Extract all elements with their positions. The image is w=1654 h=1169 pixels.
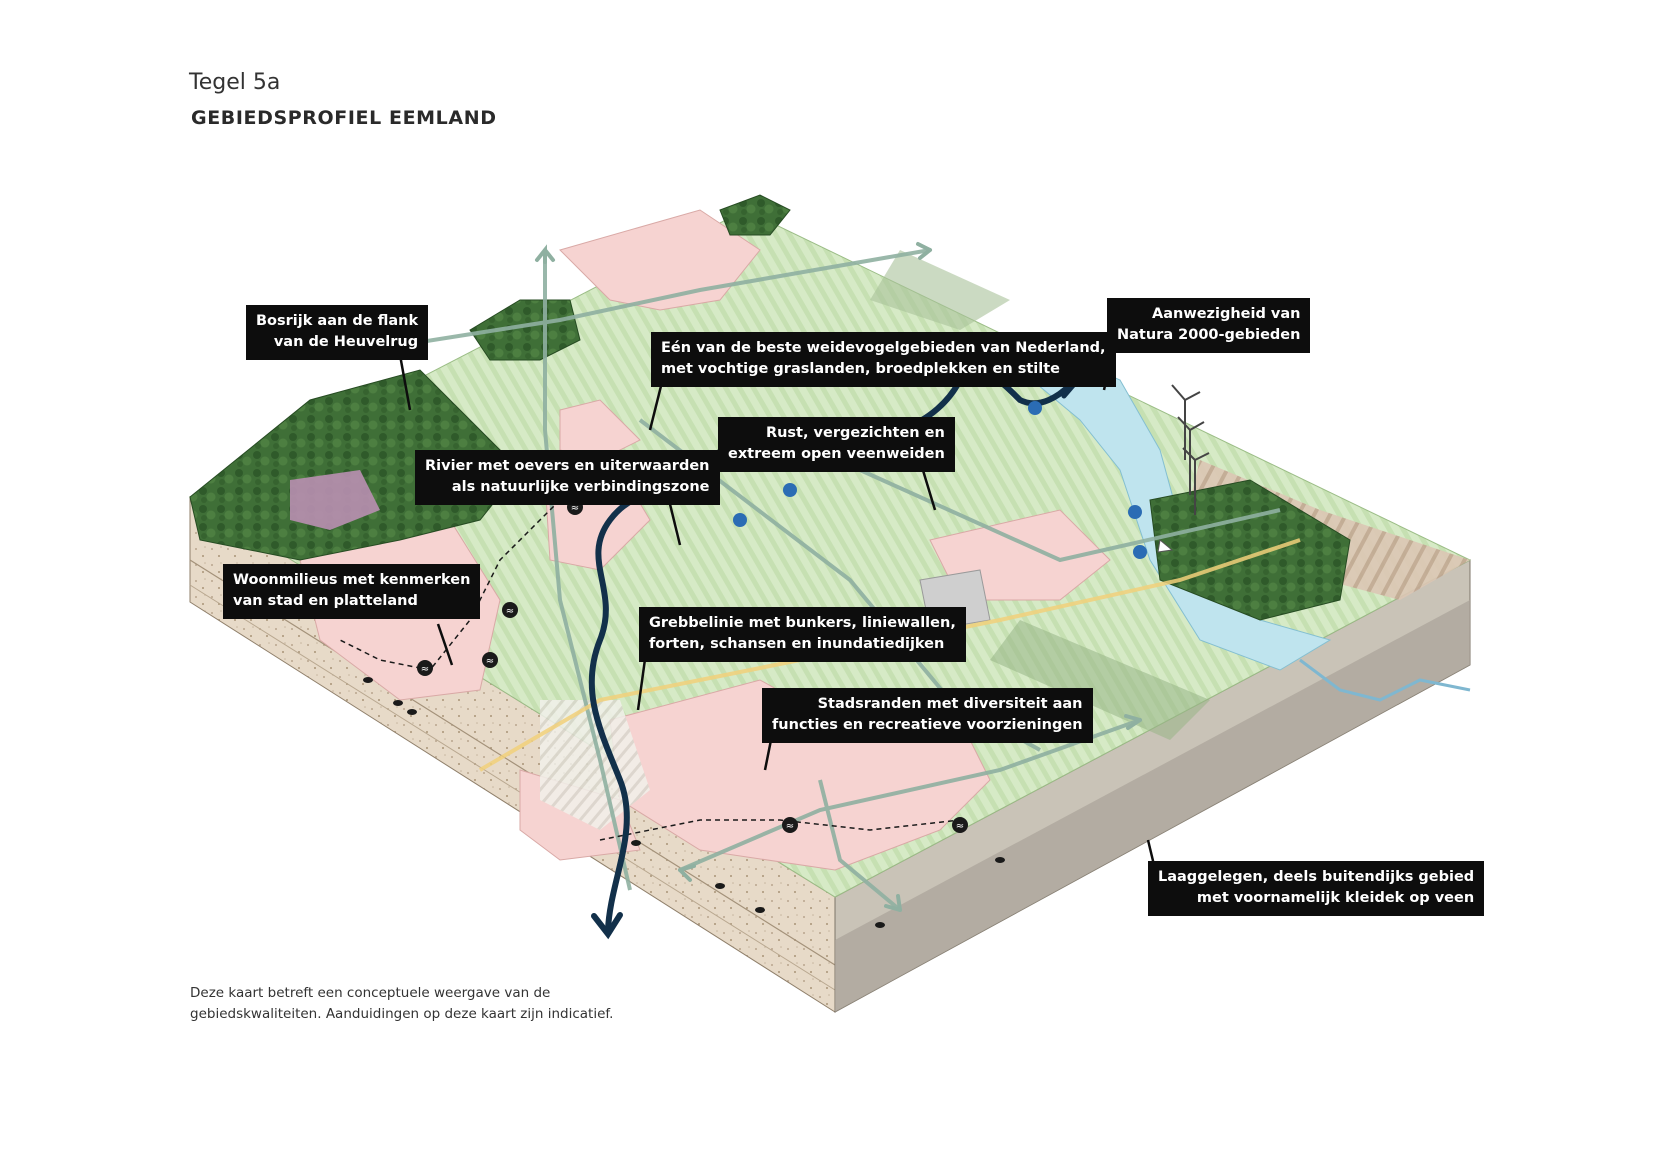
callout-rust: Rust, vergezichten en extreem open veenw… (718, 417, 955, 472)
callout-bosrijk: Bosrijk aan de flank van de Heuvelrug (246, 305, 429, 360)
transit-line (339, 499, 561, 671)
svg-text:≈: ≈ (956, 821, 964, 832)
callout-line: met voornamelijk kleidek op veen (1196, 890, 1475, 906)
pumping-station-icon (733, 513, 747, 527)
svg-text:≈: ≈ (506, 606, 514, 617)
callout-natura: Aanwezigheid van Natura 2000-gebieden (1107, 298, 1311, 353)
pumping-station-icon (1028, 401, 1042, 415)
callout-line: Laaggelegen, deels buitendijks gebied (1158, 869, 1475, 885)
footnote: Deze kaart betreft een conceptuele weerg… (190, 983, 613, 1025)
callout-line: Rust, vergezichten en (765, 425, 945, 441)
bunker-icon (995, 857, 1005, 863)
sailboat-icon (1157, 539, 1174, 553)
callout-grebbelinie: Grebbelinie met bunkers, liniewallen, fo… (639, 607, 966, 662)
bunker-icon (407, 709, 417, 715)
bunker-icon (631, 840, 641, 846)
callout-line: van stad en platteland (233, 593, 418, 609)
callout-line: met vochtige graslanden, broedplekken en… (661, 361, 1060, 377)
callout-weidevogel: Eén van de beste weidevogelgebieden van … (651, 332, 1116, 387)
callout-line: extreem open veenweiden (728, 446, 945, 462)
callout-line: Bosrijk aan de flank (256, 313, 419, 329)
windmill-icon (1177, 416, 1205, 495)
callout-line: Stadsranden met diversiteit aan (817, 696, 1083, 712)
callout-line: Grebbelinie met bunkers, liniewallen, (649, 615, 956, 631)
bunker-icon (875, 922, 885, 928)
callout-rivier: Rivier met oevers en uiterwaarden als na… (415, 450, 720, 505)
polder-field-east (990, 620, 1210, 740)
callout-line: functies en recreatieve voorzieningen (772, 717, 1083, 733)
svg-text:≈: ≈ (571, 503, 579, 514)
train-station-icon: ≈ (417, 660, 433, 676)
river-arrow-south (591, 912, 623, 940)
train-station-icon: ≈ (952, 817, 968, 833)
train-station-icon: ≈ (782, 817, 798, 833)
svg-text:≈: ≈ (786, 821, 794, 832)
callout-line: Woonmilieus met kenmerken (233, 572, 471, 588)
train-station-icons: ≈ ≈ ≈ ≈ ≈ ≈ (417, 499, 968, 833)
train-station-icon: ≈ (482, 652, 498, 668)
callout-line: forten, schansen en inundatiedijken (649, 636, 945, 652)
bunker-icons (363, 677, 1005, 928)
callout-woonmilieus: Woonmilieus met kenmerken van stad en pl… (223, 564, 481, 619)
page-title: GEBIEDSPROFIEL EEMLAND (191, 107, 497, 129)
footnote-line: Deze kaart betreft een conceptuele weerg… (190, 985, 551, 1001)
bunker-icon (715, 883, 725, 889)
train-station-icon: ≈ (502, 602, 518, 618)
windmill-icon (1182, 447, 1210, 515)
callout-line: Aanwezigheid van (1152, 306, 1301, 322)
windmill-icons (1171, 384, 1210, 515)
callout-laaggelegen: Laaggelegen, deels buitendijks gebied me… (1148, 861, 1485, 916)
heathland (290, 470, 380, 530)
svg-text:≈: ≈ (421, 664, 429, 675)
callout-line: van de Heuvelrug (273, 334, 419, 350)
forests (189, 194, 1351, 621)
pumping-station-icon (1133, 545, 1147, 559)
callout-line: Rivier met oevers en uiterwaarden (425, 458, 710, 474)
bunker-icon (755, 907, 765, 913)
callout-line: Natura 2000-gebieden (1117, 327, 1301, 343)
transit-line-south (599, 819, 961, 841)
tile-label: Tegel 5a (189, 70, 281, 95)
pumping-station-icon (783, 483, 797, 497)
bunker-icon (363, 677, 373, 683)
footnote-line: gebiedskwaliteiten. Aanduidingen op deze… (190, 1006, 614, 1022)
callout-line: als natuurlijke verbindingszone (451, 479, 710, 495)
callout-line: Eén van de beste weidevogelgebieden van … (661, 340, 1106, 356)
pumping-station-icon (1128, 505, 1142, 519)
callout-stadsranden: Stadsranden met diversiteit aan functies… (762, 688, 1093, 743)
bunker-icon (393, 700, 403, 706)
svg-text:≈: ≈ (486, 656, 494, 667)
polder-field (870, 250, 1010, 330)
pumping-station-icons (733, 401, 1147, 559)
